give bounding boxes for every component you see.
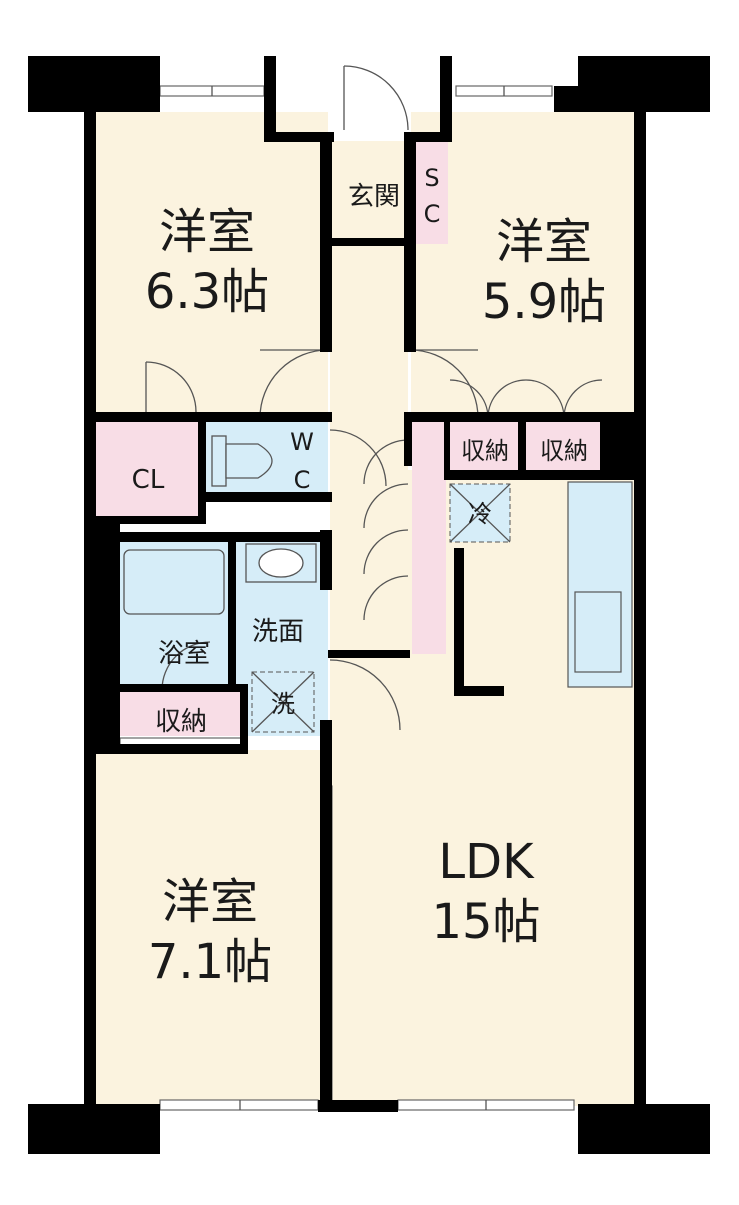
storage-right-a-floor: [448, 422, 522, 474]
toilet-tank: [211, 435, 227, 487]
bedroom3-size: 7.1帖: [148, 934, 272, 990]
storage-right-b-label: 収納: [540, 437, 588, 465]
storage-right-b-floor: [525, 422, 603, 474]
bedroom3-name: 洋室: [162, 874, 258, 930]
bedroom1-name: 洋室: [159, 204, 255, 260]
bath-label: 浴室: [158, 639, 210, 669]
bedroom2-size: 5.9帖: [482, 274, 606, 330]
sink-basin: [574, 591, 622, 673]
door-swings: [145, 65, 603, 731]
toilet-bowl: [225, 443, 273, 479]
storage-left-label: 収納: [155, 707, 207, 737]
storage-left-floor: [117, 690, 244, 736]
bedroom2-floor: [411, 112, 638, 417]
closet-label: CL: [132, 465, 165, 495]
hall-storage-floor: [412, 422, 446, 654]
shoe-closet-line1: S: [424, 164, 439, 192]
toilet-line1: W: [290, 428, 314, 456]
storage-right-a-label: 収納: [461, 437, 509, 465]
bedroom1-size: 6.3帖: [145, 264, 269, 320]
fridge-label: 冷: [468, 500, 492, 528]
floors: [92, 112, 638, 1106]
bedroom2-name: 洋室: [496, 214, 592, 270]
walls: [28, 56, 710, 1154]
basin-bowl: [258, 548, 304, 578]
bathtub: [123, 549, 225, 615]
room-labels: 洋室 6.3帖 洋室 5.9帖 洋室 7.1帖 LDK 15帖 玄関 S C C…: [132, 164, 606, 990]
entrance-floor: [330, 141, 416, 244]
ldk-size: 15帖: [431, 894, 540, 950]
washer-label: 洗: [271, 690, 295, 718]
corner-bottom-left: [28, 1104, 160, 1154]
ldk-name: LDK: [438, 834, 535, 890]
shoe-closet-line2: C: [424, 200, 441, 228]
entrance-label: 玄関: [348, 182, 400, 212]
fixtures: [123, 435, 511, 733]
washroom-label: 洗面: [252, 617, 304, 647]
closet-floor: [92, 420, 202, 520]
shoe-closet-floor: [416, 141, 448, 244]
corner-bottom-right: [578, 1104, 710, 1154]
bedroom3-floor: [92, 750, 328, 1106]
toilet-line2: C: [294, 466, 311, 494]
bedroom1-floor: [92, 112, 328, 417]
